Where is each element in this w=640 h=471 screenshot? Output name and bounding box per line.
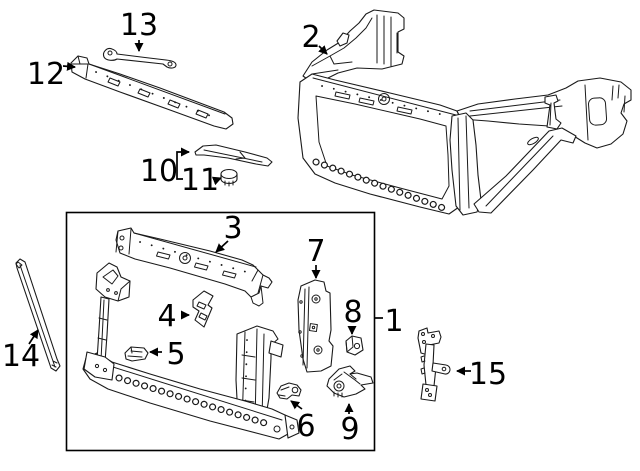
part-1-frame-assembly-drawing: [82, 262, 300, 440]
callout-2[interactable]: 2: [301, 20, 320, 55]
callout-9[interactable]: 9: [340, 412, 359, 447]
part-5-drawing: [124, 346, 149, 362]
callout-14-arrow: [28, 329, 39, 345]
callout-10[interactable]: 10: [140, 154, 178, 189]
part-6-drawing: [276, 382, 302, 400]
part-10-drawing: [194, 144, 273, 167]
part-13-drawing: [103, 48, 177, 69]
callout-labels: 1 2 3 4 5 6 7 8 9 10 11 12 13 14 15: [2, 8, 507, 447]
part-12-drawing: [70, 55, 234, 130]
part-9-drawing: [326, 365, 374, 398]
part-15-drawing: [417, 327, 451, 402]
callout-6-arrow: [290, 400, 303, 410]
callout-7[interactable]: 7: [306, 234, 325, 269]
callout-12[interactable]: 12: [27, 57, 65, 92]
callout-5[interactable]: 5: [166, 337, 185, 372]
callout-12-arrow: [62, 61, 76, 71]
part-14-drawing: [15, 258, 61, 372]
callout-1[interactable]: 1: [384, 304, 403, 339]
callout-3-arrow: [215, 240, 229, 253]
callout-11-arrow: [211, 176, 222, 186]
callout-6[interactable]: 6: [296, 409, 315, 444]
part-1-boundary-box: [65, 211, 376, 452]
part-4-drawing: [192, 290, 214, 328]
callout-arrows: [28, 40, 471, 414]
callout-10-bracket-arrow: [176, 147, 190, 180]
callout-4[interactable]: 4: [157, 299, 176, 334]
callout-14[interactable]: 14: [2, 339, 40, 374]
callout-13[interactable]: 13: [120, 8, 158, 43]
part-7-drawing: [297, 279, 334, 373]
part-8-drawing: [345, 335, 364, 356]
callout-2-arrow: [318, 45, 328, 55]
part-11-drawing: [220, 168, 238, 187]
callout-8[interactable]: 8: [343, 295, 362, 330]
callout-3[interactable]: 3: [223, 211, 242, 246]
part-2-assembly-drawing: [297, 9, 632, 216]
callout-11[interactable]: 11: [181, 163, 219, 198]
part-3-drawing: [115, 227, 273, 307]
callout-15[interactable]: 15: [469, 357, 507, 392]
